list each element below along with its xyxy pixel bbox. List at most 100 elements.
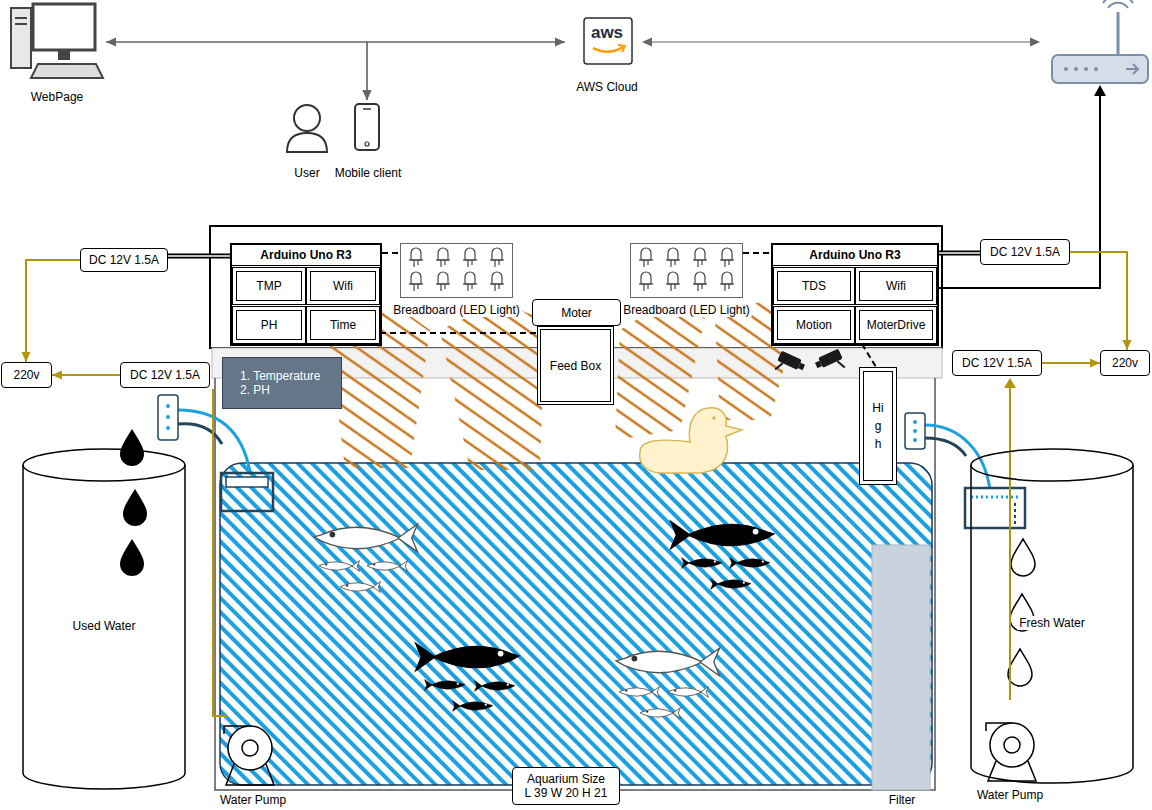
router-icon (1052, 0, 1148, 83)
process-box: 220v (1100, 350, 1150, 376)
node-text: Mobile client (335, 166, 402, 180)
fish (671, 521, 775, 549)
connector (168, 256, 230, 257)
power-wires (213, 389, 228, 716)
computer-icon (58, 50, 70, 60)
cameras (775, 361, 782, 371)
light-rays (440, 302, 545, 470)
aws-logo (584, 18, 632, 64)
process-box: Moter (532, 299, 621, 326)
router-icon (1126, 64, 1138, 74)
node-text: 220v (1112, 356, 1138, 370)
cloud-node: awsAWS Cloud (565, 14, 649, 94)
module-box: MoterDrive (855, 306, 937, 344)
module-box: TDS (773, 267, 855, 305)
led-lights (720, 272, 734, 291)
computer-icon (15, 17, 27, 19)
cameras (773, 349, 846, 381)
node-text: DC 12V 1.5A (990, 245, 1060, 259)
sensor-box: 1. Temperature2. PH (222, 357, 342, 409)
filter (872, 545, 930, 790)
power-wires (1004, 378, 1016, 388)
node-text: Wifi (333, 279, 353, 293)
connector (106, 42, 372, 100)
led-lights (693, 272, 707, 291)
network-wire (1094, 85, 1106, 96)
pipes-and-sensors (166, 404, 170, 408)
node-text: Breadboard (LED Light) (621, 303, 752, 317)
water-tank: Used Water (22, 448, 186, 790)
network-wire (921, 96, 1100, 288)
tank-walls (215, 378, 935, 790)
node-text: DC 12V 1.5A (962, 356, 1032, 370)
fish (682, 558, 723, 569)
water-pumps (242, 740, 258, 756)
node-text: Breadboard (LED Light) (391, 303, 522, 317)
arrow-head (22, 352, 31, 362)
router-icon (1117, 12, 1120, 56)
water-drops (120, 429, 144, 466)
duck (712, 416, 716, 420)
router-icon (1108, 3, 1128, 8)
node-text: L 39 W 20 H 21 (525, 786, 608, 800)
led-lights (436, 272, 450, 291)
network-wire (921, 85, 1106, 288)
water-tank: Fresh Water (970, 448, 1134, 784)
water-drops (123, 489, 147, 526)
pipes-and-sensors (166, 415, 170, 419)
led-lights (693, 248, 707, 267)
fish (453, 701, 494, 712)
node-text: 1. Temperature (240, 369, 321, 383)
node-text: Time (330, 318, 356, 332)
controller-panel: Arduino Uno R3TMPWifiPHTime (230, 243, 382, 346)
computer-icon (31, 64, 103, 78)
connector (862, 344, 876, 367)
connector (1070, 252, 1132, 350)
led-lights (490, 248, 504, 267)
cylinder-top (971, 449, 1133, 481)
fish (616, 648, 720, 676)
module-box: Time (306, 306, 380, 344)
controller-panel: Arduino Uno R3TDSWifiMotionMoterDrive (771, 243, 939, 346)
module-box: Wifi (306, 267, 380, 305)
process-box: DC 12V 1.5A (980, 239, 1070, 265)
node-text: WebPage (31, 90, 83, 104)
cloud-router-link (650, 41, 1032, 42)
led-lights (666, 272, 680, 291)
connector (382, 253, 400, 254)
pipes-and-sensors (178, 424, 222, 444)
connector-line (106, 42, 367, 100)
cameras (818, 349, 843, 368)
node-text: aws (591, 23, 623, 43)
pipes-and-sensors (158, 395, 178, 440)
led-lights (409, 248, 423, 267)
cloud-router-link (642, 38, 652, 47)
pipes-and-sensors (913, 438, 917, 442)
connector-line (862, 344, 876, 367)
fish (314, 524, 418, 552)
connector-line (367, 42, 565, 100)
part-label: Water Pump (975, 788, 1045, 802)
cameras (798, 363, 805, 371)
water-drops (1011, 539, 1035, 576)
node-text: Arduino Uno R3 (773, 245, 937, 266)
led-lights (720, 248, 734, 267)
user-icon (294, 105, 320, 131)
connector-line (743, 252, 771, 254)
node-text: TDS (802, 279, 826, 293)
process-box: DC 12V 1.5A (952, 350, 1042, 376)
node-text: Feed Box (550, 359, 601, 373)
fish (668, 687, 709, 698)
node-text: 220v (13, 368, 39, 382)
module-box: PH (232, 306, 306, 344)
level-sensor: High (859, 367, 897, 485)
node-text: DC 12V 1.5A (89, 253, 159, 267)
process-box: DC 12V 1.5A (80, 248, 168, 272)
led-lights (639, 248, 653, 267)
connector (1042, 359, 1100, 368)
process-box: Aquarium SizeL 39 W 20 H 21 (512, 767, 620, 805)
connector (363, 42, 566, 100)
computer-icon (33, 4, 95, 50)
tank-walls (215, 378, 935, 790)
water-pumps (226, 764, 274, 785)
